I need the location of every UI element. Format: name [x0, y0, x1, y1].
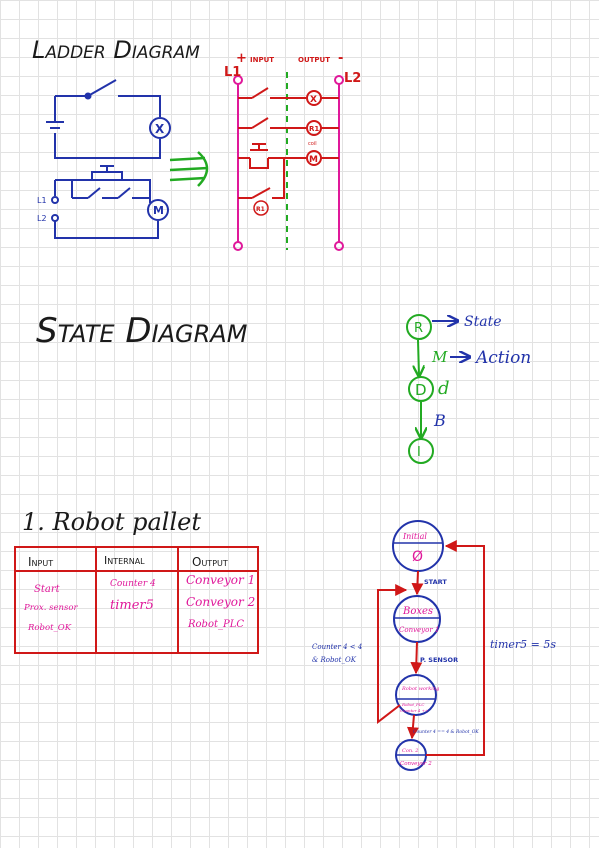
rail-l2-terminal [334, 75, 344, 85]
transition-boxes-to-robot [410, 641, 423, 675]
transition-initial-to-boxes [411, 570, 424, 596]
rung-1 [238, 87, 339, 106]
ladder-diagram-title: Ladder Diagram [32, 36, 200, 64]
state-r-label: R [414, 321, 423, 336]
state-robot-name: Robot working [401, 686, 439, 692]
sketch-lamp-label: X [155, 122, 165, 136]
sketch-switch-contact [84, 92, 92, 100]
state-initial-name: Initial [402, 532, 427, 541]
state-i-label: I [417, 445, 421, 460]
ladder-l2-label: L2 [344, 71, 361, 86]
state-i-circle [408, 438, 434, 464]
rail-l1-bottom-terminal [233, 241, 243, 251]
state-conveyor2-name: Con. 2 [402, 748, 418, 754]
state-robot-action1: Robot_PLC [401, 702, 424, 707]
sketch-l2-label: L2 [37, 214, 47, 223]
io-table [14, 546, 259, 654]
rung-2 [238, 117, 339, 136]
ladder-plus-sign: + [236, 51, 247, 66]
contact-r1-label: R1 [256, 206, 265, 213]
coil-x-label: X [310, 95, 317, 105]
state-boxes-action: Conveyor 1 [399, 626, 439, 634]
ladder-minus-sign: - [338, 51, 343, 66]
header-input: Input [28, 555, 53, 569]
robot-pallet-section: 1. Robot pallet Input Internal Output St… [14, 508, 556, 771]
equivalence-arrow [169, 151, 209, 187]
output-cell-2: Robot_PLC [187, 619, 244, 630]
robot-pallet-title: 1. Robot pallet [22, 508, 201, 536]
state-robot-circle [395, 674, 437, 716]
state-diagram-title: State Diagram [36, 311, 248, 351]
coil-m-label: M [309, 155, 318, 165]
state-d-label: D [415, 381, 427, 399]
ladder-diagram-section: Ladder Diagram X [32, 36, 361, 251]
sketch-lamp-circuit [46, 79, 171, 159]
transition-counter-lt-line2: & Robot_OK [312, 656, 357, 664]
rung-3 [238, 143, 339, 169]
output-cell-1: Conveyor 2 [186, 595, 255, 609]
transition-timer-label: timer5 = 5s [490, 638, 556, 651]
header-output: Output [192, 555, 228, 569]
state-diagram-section: State Diagram R D I M d B State Action [36, 311, 531, 464]
state-r-circle [406, 314, 432, 340]
state-boxes-circle [393, 595, 441, 643]
ladder-l1-label: L1 [224, 65, 241, 80]
action-d-label: d [438, 378, 450, 399]
contact-r1 [253, 200, 269, 216]
state-conveyor2-action: Conveyor 2 [400, 761, 432, 767]
transition-counter-eq-label: Counter 4 == 4 & Robot_OK [413, 729, 479, 735]
legend-action-label: Action [474, 348, 531, 368]
rail-l2-bottom-terminal [334, 241, 344, 251]
transition-b-label: B [433, 411, 446, 430]
state-robot-action2: Counter 4 ++ [400, 708, 428, 713]
input-cell-0: Start [34, 584, 61, 595]
transition-robot-to-conveyor2 [406, 714, 419, 740]
input-cell-1: Prox. sensor [23, 603, 78, 613]
input-cell-2: Robot_OK [27, 623, 72, 633]
transition-psensor-label: P. SENSOR [420, 656, 458, 664]
sketch-motor-circuit [51, 165, 169, 239]
output-cell-0: Conveyor 1 [186, 573, 255, 587]
state-initial-action: Ø [412, 549, 423, 565]
transition-start-label: START [424, 578, 447, 586]
ladder-rails [233, 75, 344, 251]
internal-cell-1: timer5 [110, 598, 154, 613]
transition-robot-loop [377, 584, 408, 725]
header-internal: Internal [104, 554, 145, 567]
rung-4 [238, 158, 285, 199]
internal-cell-0: Counter 4 [110, 579, 156, 589]
transition-m-label: M [431, 348, 448, 366]
legend-state-label: State [464, 314, 501, 330]
sketch-l1-label: L1 [37, 196, 47, 205]
coil-r1-label: R1 [309, 125, 319, 133]
transition-r-to-d [418, 339, 419, 376]
sketch-motor-label: M [153, 204, 164, 217]
ladder-input-label: INPUT [250, 56, 274, 64]
state-boxes-name: Boxes [402, 606, 433, 617]
transition-counter-lt-line1: Counter 4 < 4 [312, 643, 362, 651]
ladder-output-label: OUTPUT [298, 56, 330, 64]
coil-note: coil [308, 141, 317, 147]
transition-timer-return [426, 540, 485, 756]
